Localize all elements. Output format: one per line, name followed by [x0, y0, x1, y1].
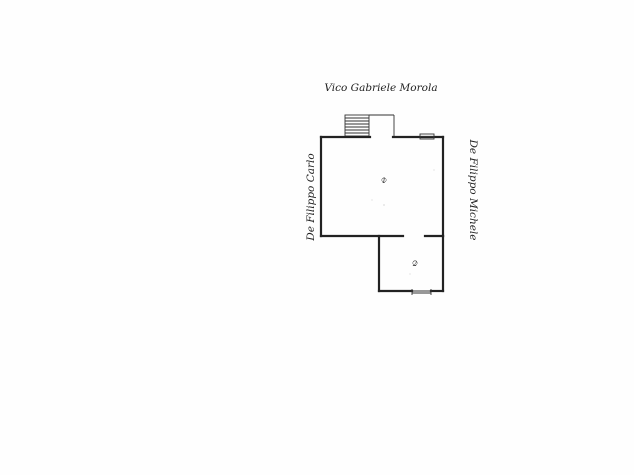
- room-1-marker-icon: [381, 177, 387, 183]
- neighbor-left-label: De Filippo Carlo: [305, 153, 317, 241]
- room-1-walls: [319, 135, 445, 238]
- room-2-marker-icon: [412, 260, 418, 266]
- door-icon: [411, 289, 432, 295]
- street-label: Vico Gabriele Morola: [324, 82, 437, 94]
- neighbor-right-label: De Filippo Michele: [467, 139, 479, 241]
- room-2-walls: [377, 234, 445, 293]
- window-icon: [419, 133, 435, 140]
- pencil-marks: [371, 169, 435, 275]
- room-1-number: 1: [382, 177, 386, 185]
- room-2-number: 2: [412, 260, 418, 268]
- staircase-icon: [344, 114, 395, 137]
